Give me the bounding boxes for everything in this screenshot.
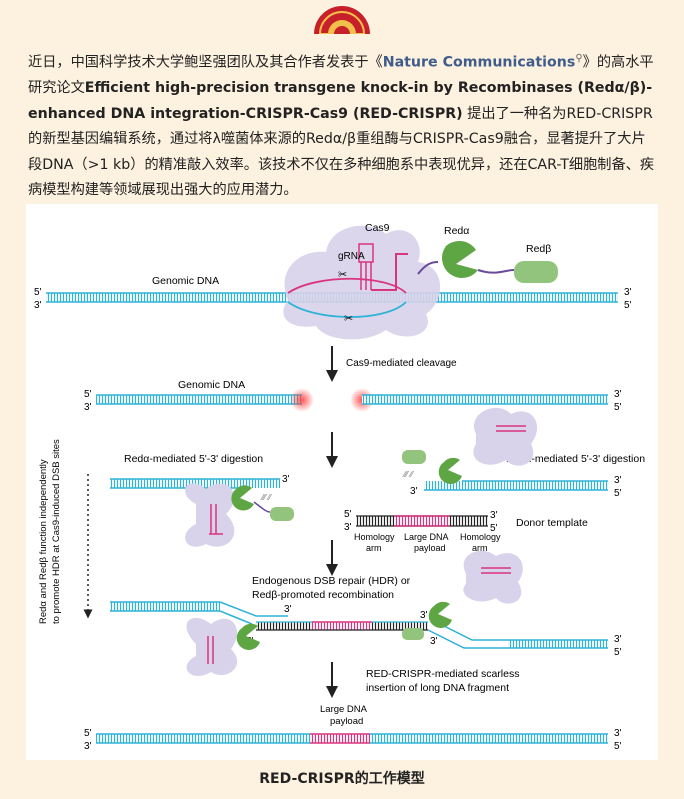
label-3prime-p4c: 3' bbox=[420, 610, 428, 621]
payload-label: Large DNA bbox=[404, 532, 449, 542]
nucleotides-icon: ⁄⁄⁄ ⁄⁄ bbox=[260, 493, 273, 502]
panel-digestion-right: Redα-mediated 5'-3' digestion 3' 5' 3' ⁄… bbox=[402, 407, 645, 499]
label-3prime-p3r: 3' bbox=[614, 475, 622, 486]
red-crispr-figure: 5' 3' 3' 5' Genomic DNA Cas9 gRNA ✂ ✂ Re… bbox=[26, 204, 658, 760]
donor-3prime-r: 3' bbox=[490, 510, 498, 521]
homology-arm-label-2: arm bbox=[366, 543, 382, 553]
redalpha-left bbox=[231, 485, 254, 511]
cas9-protein-left bbox=[185, 483, 235, 547]
homology-arm-label-r: Homology bbox=[460, 532, 501, 542]
homology-arm-left bbox=[356, 516, 394, 526]
donor-template-label: Donor template bbox=[516, 517, 588, 529]
step1-label: Cas9-mediated cleavage bbox=[346, 358, 457, 369]
redbeta-protein bbox=[514, 261, 558, 283]
label-5prime: 5' bbox=[34, 287, 42, 298]
label-3prime-p2r: 3' bbox=[614, 389, 622, 400]
side-annotation: Redα and Redβ function independently to … bbox=[38, 439, 93, 624]
final-payload-label: Large DNA bbox=[320, 704, 368, 715]
label-3prime-p2: 3' bbox=[84, 402, 92, 413]
intro-text-3: 提出了一种名为RED-CRISPR的新型基因编辑系统，通过将λ噬菌体来源的Red… bbox=[28, 105, 655, 199]
redalpha-label: Redα bbox=[444, 225, 469, 237]
intro-text-2: 》的高水平研究论文 bbox=[28, 54, 654, 97]
redalpha-protein bbox=[442, 240, 478, 278]
redbeta-label: Redβ bbox=[526, 243, 551, 255]
homology-arm-right bbox=[450, 516, 488, 526]
grna-label: gRNA bbox=[338, 251, 365, 262]
payload-segment bbox=[394, 516, 450, 526]
redalpha-repair-right bbox=[428, 601, 452, 628]
step4-label-1: RED-CRISPR-mediated scarless bbox=[366, 668, 519, 680]
panel-final: Large DNA payload 5' 3' 3' 5' bbox=[84, 704, 622, 752]
label-3prime-p3r2: 3' bbox=[410, 486, 418, 497]
panel-digestion-left: Redα-mediated 5'-3' digestion 3' ⁄⁄⁄ ⁄⁄ bbox=[110, 453, 294, 547]
label-5prime-p3r: 5' bbox=[614, 488, 622, 499]
donor-5prime: 5' bbox=[344, 509, 352, 520]
redbeta-left bbox=[270, 507, 294, 521]
grna-hairpin bbox=[358, 243, 374, 290]
label-3prime-right: 3' bbox=[624, 287, 632, 298]
donor-3prime: 3' bbox=[344, 522, 352, 533]
intro-paragraph: 近日，中国科学技术大学鲍坚强团队及其合作者发表于《Nature Communic… bbox=[28, 46, 658, 204]
label-5prime-final-r: 5' bbox=[614, 741, 622, 752]
journal-name: Nature Communications bbox=[382, 54, 576, 71]
final-payload-label-2: payload bbox=[330, 716, 363, 727]
cas9-protein-repair bbox=[186, 617, 238, 676]
scissors-icon-2: ✂ bbox=[344, 313, 353, 325]
step3-label-1: Endogenous DSB repair (HDR) or bbox=[252, 575, 411, 587]
homology-arm-label-r2: arm bbox=[472, 543, 488, 553]
red-crispr-diagram: 5' 3' 3' 5' Genomic DNA Cas9 gRNA ✂ ✂ Re… bbox=[34, 222, 645, 752]
redalpha-repair bbox=[236, 623, 260, 650]
nucleotides-icon-2: ⁄⁄⁄ ⁄⁄ bbox=[402, 470, 415, 479]
label-5prime-p4r: 5' bbox=[614, 647, 622, 658]
label-3prime-final-r: 3' bbox=[614, 728, 622, 739]
digestion-right-label: Redα-mediated 5'-3' digestion bbox=[506, 453, 645, 465]
figure-caption: RED-CRISPR的工作模型 bbox=[259, 771, 425, 787]
cas9-label: Cas9 bbox=[365, 222, 390, 234]
intro-text-1: 近日，中国科学技术大学鲍坚强团队及其合作者发表于《 bbox=[28, 54, 383, 71]
redbeta-repair bbox=[402, 628, 424, 640]
label-3prime-p3l: 3' bbox=[282, 474, 290, 485]
label-5prime-p2: 5' bbox=[84, 389, 92, 400]
label-5prime-p2r: 5' bbox=[614, 402, 622, 413]
side-label-1: Redα and Redβ function independently bbox=[38, 459, 49, 624]
dsb-break-glow bbox=[290, 388, 314, 412]
redalpha-right bbox=[438, 457, 462, 484]
scissors-icon: ✂ bbox=[338, 269, 347, 281]
panel-intact-dna: 5' 3' 3' 5' Genomic DNA Cas9 gRNA ✂ ✂ Re… bbox=[34, 222, 632, 340]
cas9-protein-right bbox=[473, 407, 538, 466]
label-5prime-right: 5' bbox=[624, 300, 632, 311]
label-3prime-p4b: 3' bbox=[430, 636, 438, 647]
panel-cleaved-dna: 5' 3' 3' 5' Genomic DNA bbox=[84, 379, 622, 413]
side-label-2: to promote HDR at Cas9-induced DSB sites bbox=[51, 439, 62, 624]
payload-label-2: payload bbox=[414, 543, 446, 553]
cas9-protein-repair-right bbox=[463, 550, 523, 604]
genomic-dna-label-2: Genomic DNA bbox=[178, 379, 245, 391]
redbeta-right bbox=[402, 450, 426, 464]
label-3prime: 3' bbox=[34, 300, 42, 311]
search-icon: ⚲ bbox=[575, 53, 583, 64]
decorative-seal-icon bbox=[314, 6, 370, 34]
digestion-left-label: Redα-mediated 5'-3' digestion bbox=[124, 453, 263, 465]
label-3prime-final: 3' bbox=[84, 741, 92, 752]
homology-arm-label: Homology bbox=[354, 532, 395, 542]
genomic-dna-label: Genomic DNA bbox=[152, 275, 219, 287]
label-3prime-p4r: 3' bbox=[614, 634, 622, 645]
step3-label-2: Redβ-promoted recombination bbox=[252, 589, 394, 601]
donor-template: 5' 3' 3' 5' Donor template Homology arm … bbox=[344, 509, 588, 553]
donor-5prime-r: 5' bbox=[490, 523, 498, 534]
panel-repair: 3' 5' 3' 3' 3' 5' bbox=[110, 550, 622, 676]
step4-label-2: insertion of long DNA fragment bbox=[366, 682, 509, 694]
label-3prime-p4: 3' bbox=[284, 604, 292, 615]
label-5prime-final: 5' bbox=[84, 728, 92, 739]
paper-title: Efficient high-precision transgene knock… bbox=[28, 80, 653, 122]
